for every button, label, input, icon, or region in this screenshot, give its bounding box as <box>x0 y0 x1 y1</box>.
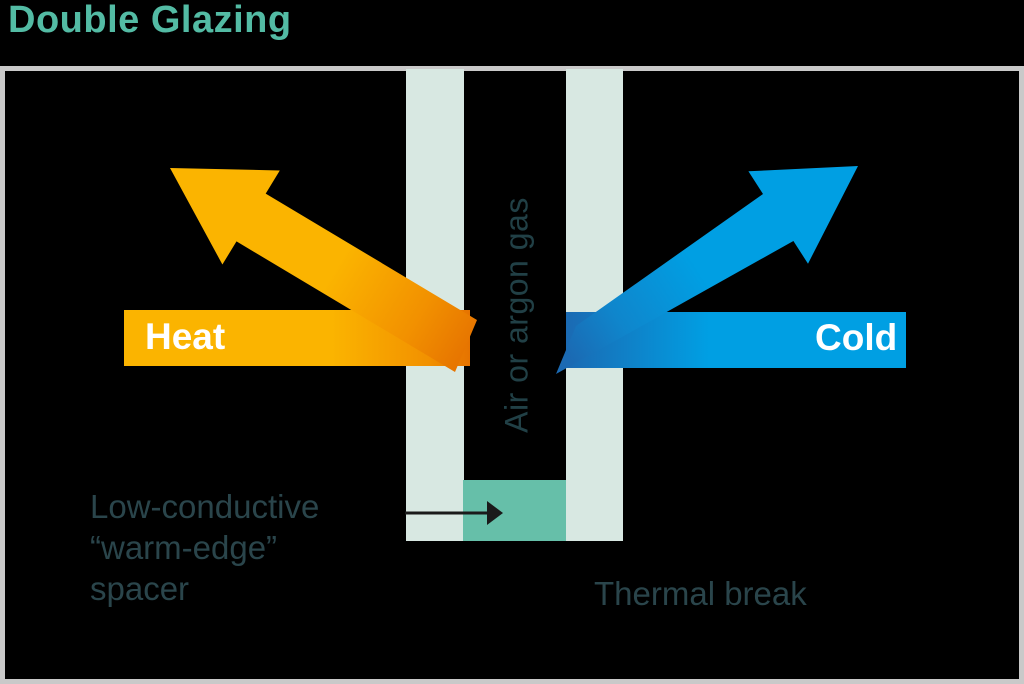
warm-edge-spacer-label: Low-conductive “warm-edge” spacer <box>90 486 319 609</box>
spacer-label-line-1: Low-conductive <box>90 488 320 525</box>
spacer-pointer-arrowhead-icon <box>487 501 503 525</box>
air-argon-gas-label: Air or argon gas <box>498 197 535 433</box>
heat-label: Heat <box>145 316 226 357</box>
heat-arrow-up-left-icon <box>170 168 477 372</box>
diagram-frame <box>0 66 1024 684</box>
cold-arrow-up-right-icon <box>556 166 858 374</box>
thermal-break-label: Thermal break <box>594 575 807 612</box>
spacer-label-line-3: spacer <box>90 570 190 607</box>
page-title: Double Glazing <box>8 0 292 41</box>
spacer-label-line-2: “warm-edge” <box>90 529 278 566</box>
cold-label: Cold <box>815 317 898 358</box>
warm-edge-spacer <box>463 480 566 541</box>
